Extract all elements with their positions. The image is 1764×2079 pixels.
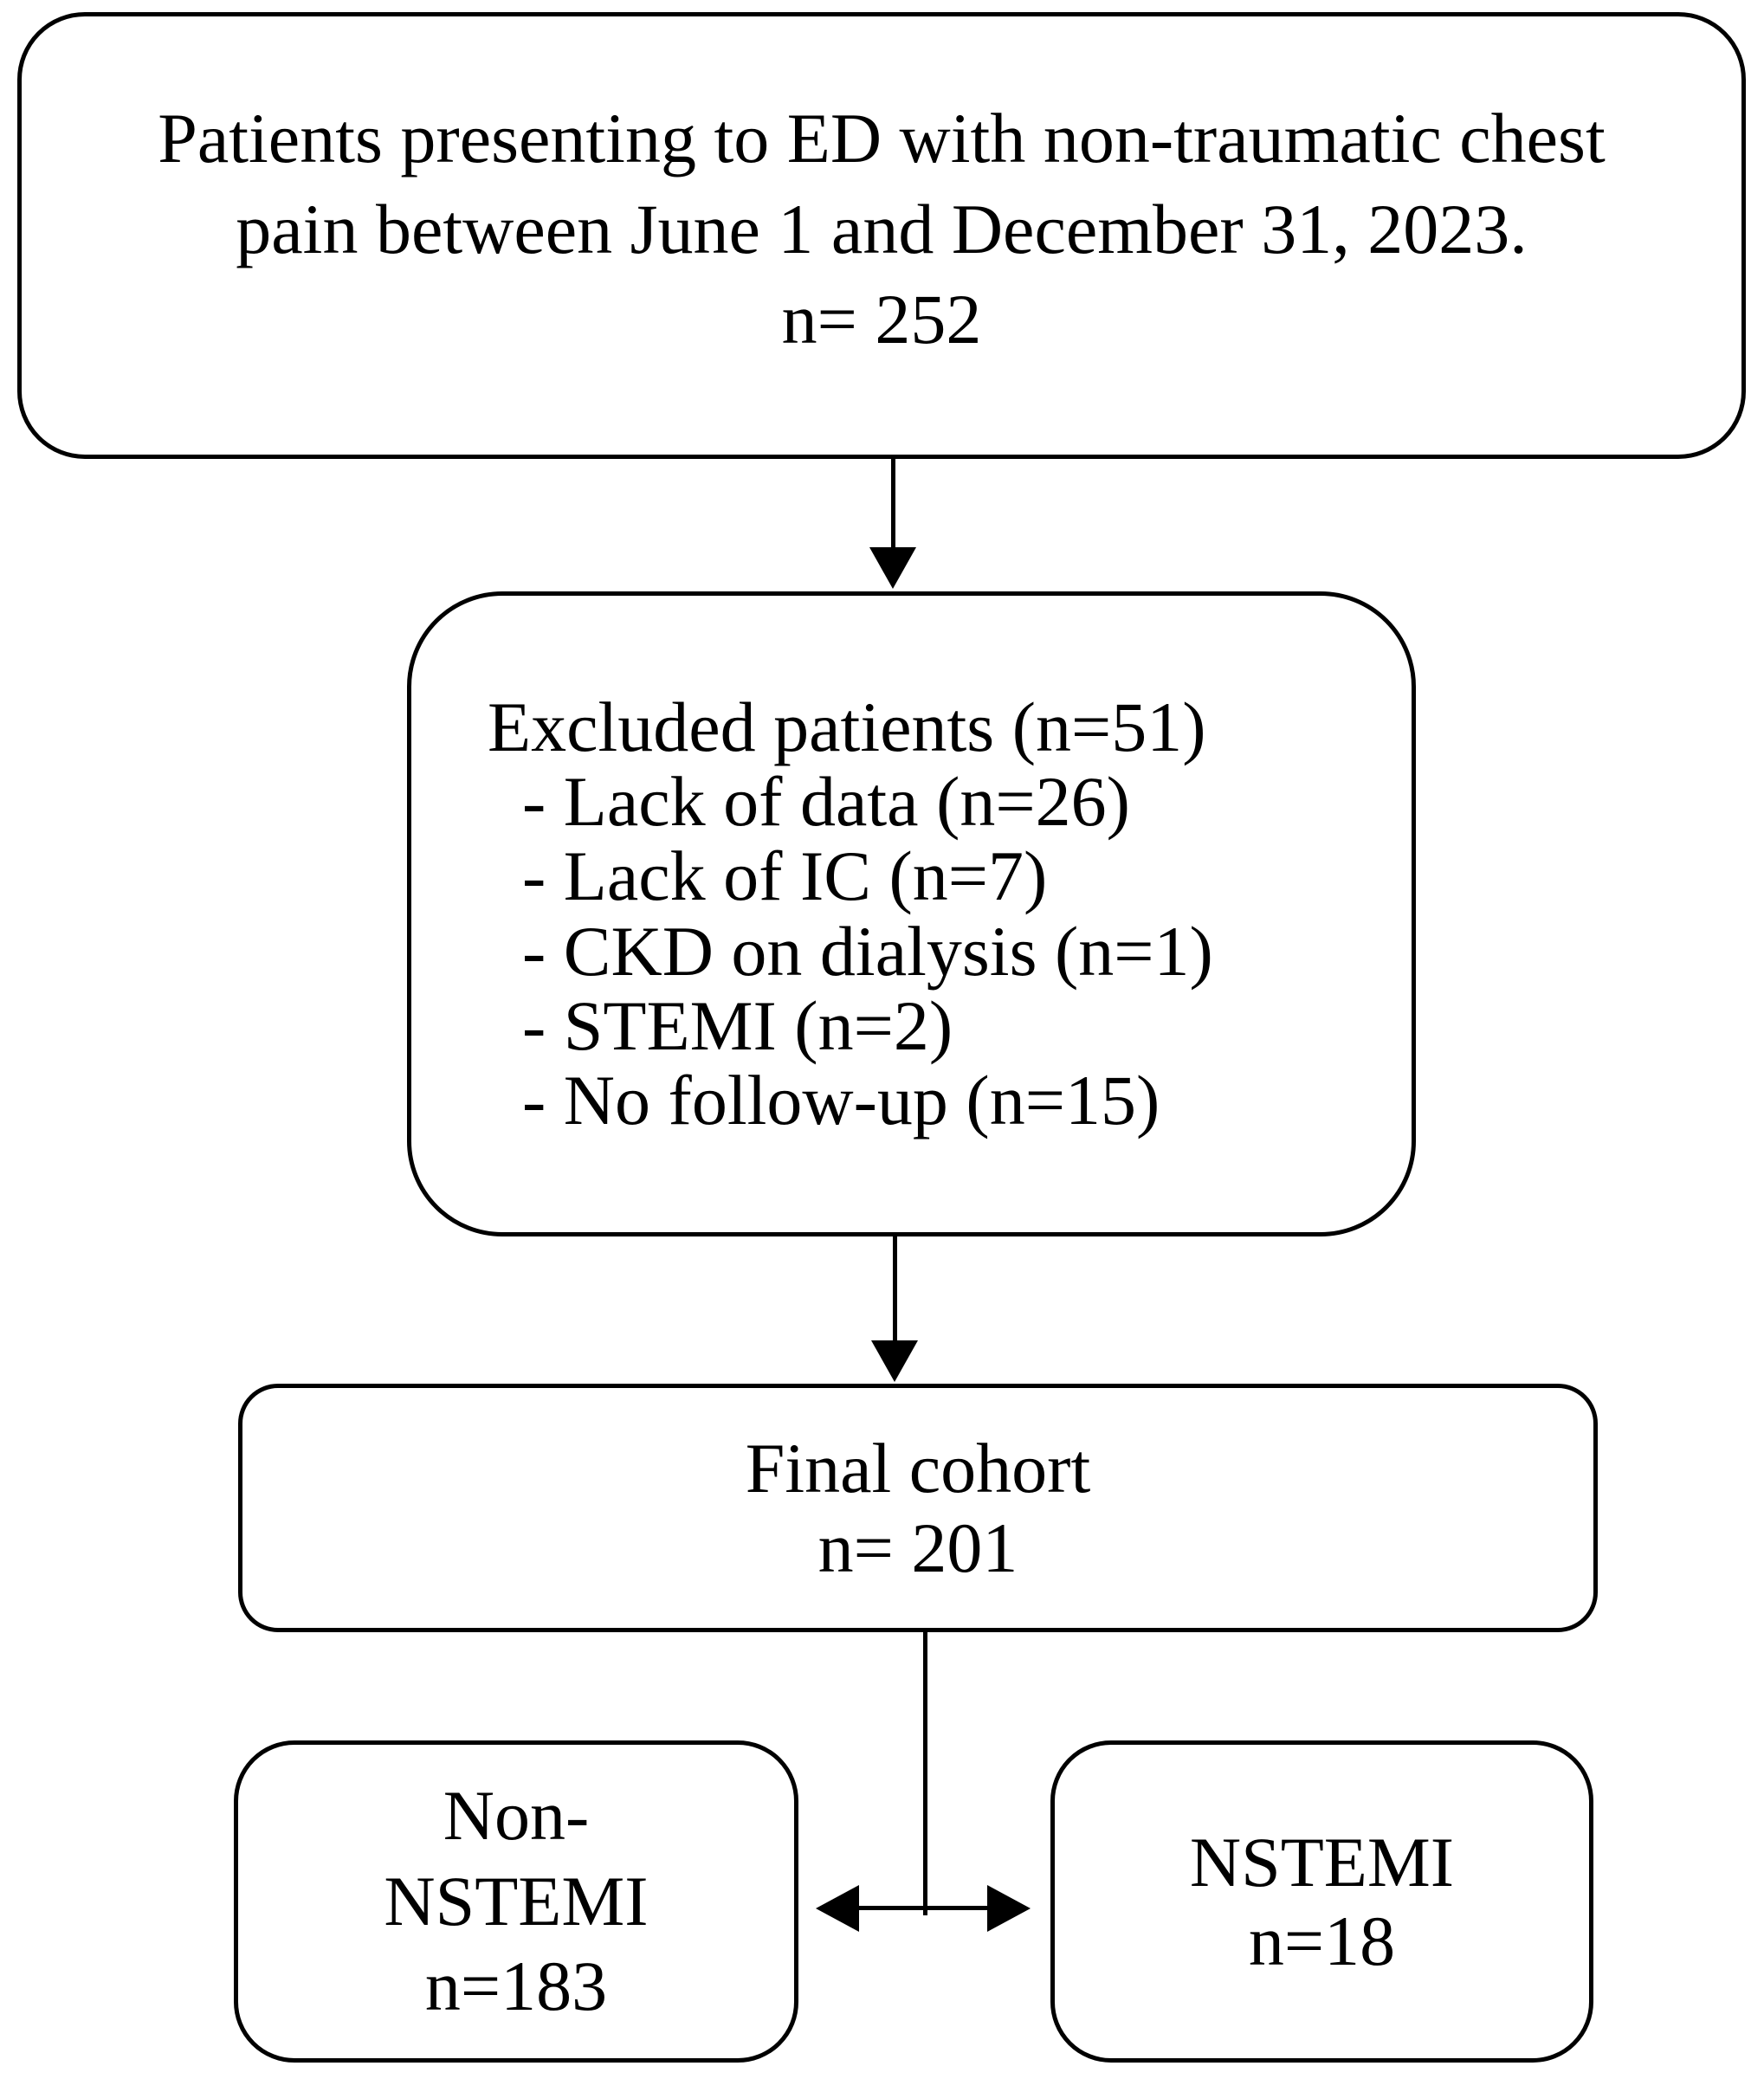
excluded-item-lack-of-ic: - Lack of IC (n=7)	[522, 836, 1048, 916]
nstemi-count: n=18	[1248, 1901, 1396, 1980]
excluded-item-stemi: - STEMI (n=2)	[522, 985, 953, 1065]
non-nstemi-box: Non- NSTEMI n=183	[234, 1740, 798, 2063]
population-line-2: pain between June 1 and December 31, 202…	[236, 189, 1528, 268]
nstemi-box: NSTEMI n=18	[1050, 1740, 1593, 2063]
final-cohort-count: n= 201	[817, 1508, 1018, 1587]
arrow-stem	[891, 455, 895, 551]
down-arrowhead-icon	[871, 1340, 918, 1382]
population-line-1: Patients presenting to ED with non-traum…	[158, 98, 1606, 178]
excluded-heading: Excluded patients (n=51)	[488, 688, 1206, 767]
non-nstemi-label-line2: NSTEMI	[384, 1861, 649, 1940]
arrow-stem	[893, 1235, 897, 1342]
population-count: n= 252	[781, 280, 982, 359]
down-arrowhead-icon	[869, 547, 916, 589]
nstemi-label: NSTEMI	[1189, 1822, 1455, 1901]
non-nstemi-label-line1: Non-	[443, 1776, 590, 1856]
excluded-item-no-follow-up: - No follow-up (n=15)	[522, 1060, 1160, 1140]
non-nstemi-count: n=183	[424, 1947, 608, 2026]
excluded-item-ckd-dialysis: - CKD on dialysis (n=1)	[522, 911, 1213, 991]
excluded-box: Excluded patients (n=51) - Lack of data …	[407, 591, 1416, 1236]
population-box: Patients presenting to ED with non-traum…	[17, 12, 1746, 459]
final-cohort-label: Final cohort	[745, 1429, 1091, 1508]
excluded-item-lack-of-data: - Lack of data (n=26)	[522, 762, 1130, 842]
right-arrowhead-icon	[987, 1885, 1031, 1932]
split-stem	[923, 1632, 927, 1915]
left-arrowhead-icon	[816, 1885, 859, 1932]
final-cohort-box: Final cohort n= 201	[238, 1384, 1598, 1632]
split-horizontal-line	[856, 1906, 991, 1910]
